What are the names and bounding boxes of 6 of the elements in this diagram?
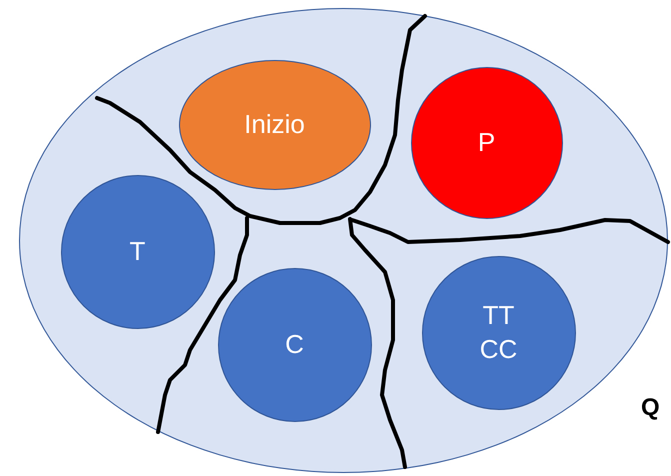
node-label: TT CC — [478, 298, 518, 366]
node-label: T — [130, 234, 146, 268]
set-label: Q — [641, 394, 660, 422]
node-label: Inizio — [244, 108, 305, 141]
node-label: C — [285, 328, 304, 361]
node-label: P — [478, 126, 496, 159]
